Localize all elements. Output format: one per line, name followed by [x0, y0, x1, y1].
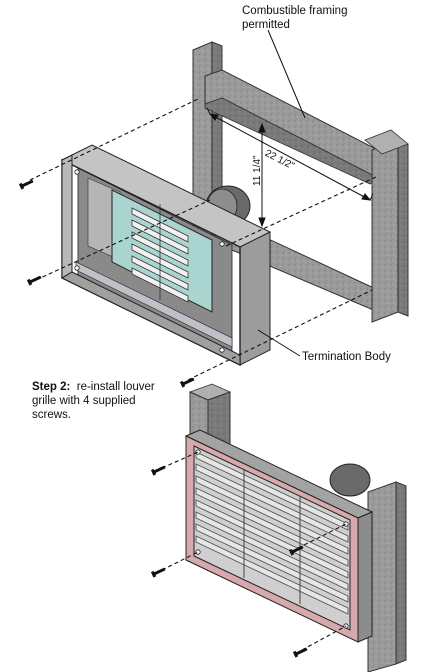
step2-line3: screws.	[32, 409, 71, 421]
termination-body	[60, 144, 272, 367]
alignment-dashed-lines-top	[29, 97, 379, 381]
framing-callout: Combustible framing permitted	[242, 4, 347, 32]
step2-line1: re-install louver	[76, 381, 155, 393]
framing-leader-line	[267, 29, 306, 119]
screws-bottom	[150, 465, 308, 658]
step2-instructions: Step 2: re-install louver grille with 4 …	[32, 380, 155, 422]
framing-callout-line2: permitted	[242, 19, 290, 31]
termination-body-callout: Termination Body	[302, 351, 391, 363]
dimension-lines	[206, 107, 374, 228]
termination-leader-line	[257, 329, 301, 357]
height-dimension-label: 11 1/4"	[252, 155, 263, 186]
screws-top	[18, 179, 195, 388]
alignment-dashed-lines-bottom	[161, 451, 347, 651]
framing-callout-line1: Combustible framing	[242, 5, 348, 17]
step2-line2: grille with 4 supplied	[32, 395, 136, 407]
louver-grille	[184, 429, 374, 643]
step2-label: Step 2:	[32, 381, 71, 393]
